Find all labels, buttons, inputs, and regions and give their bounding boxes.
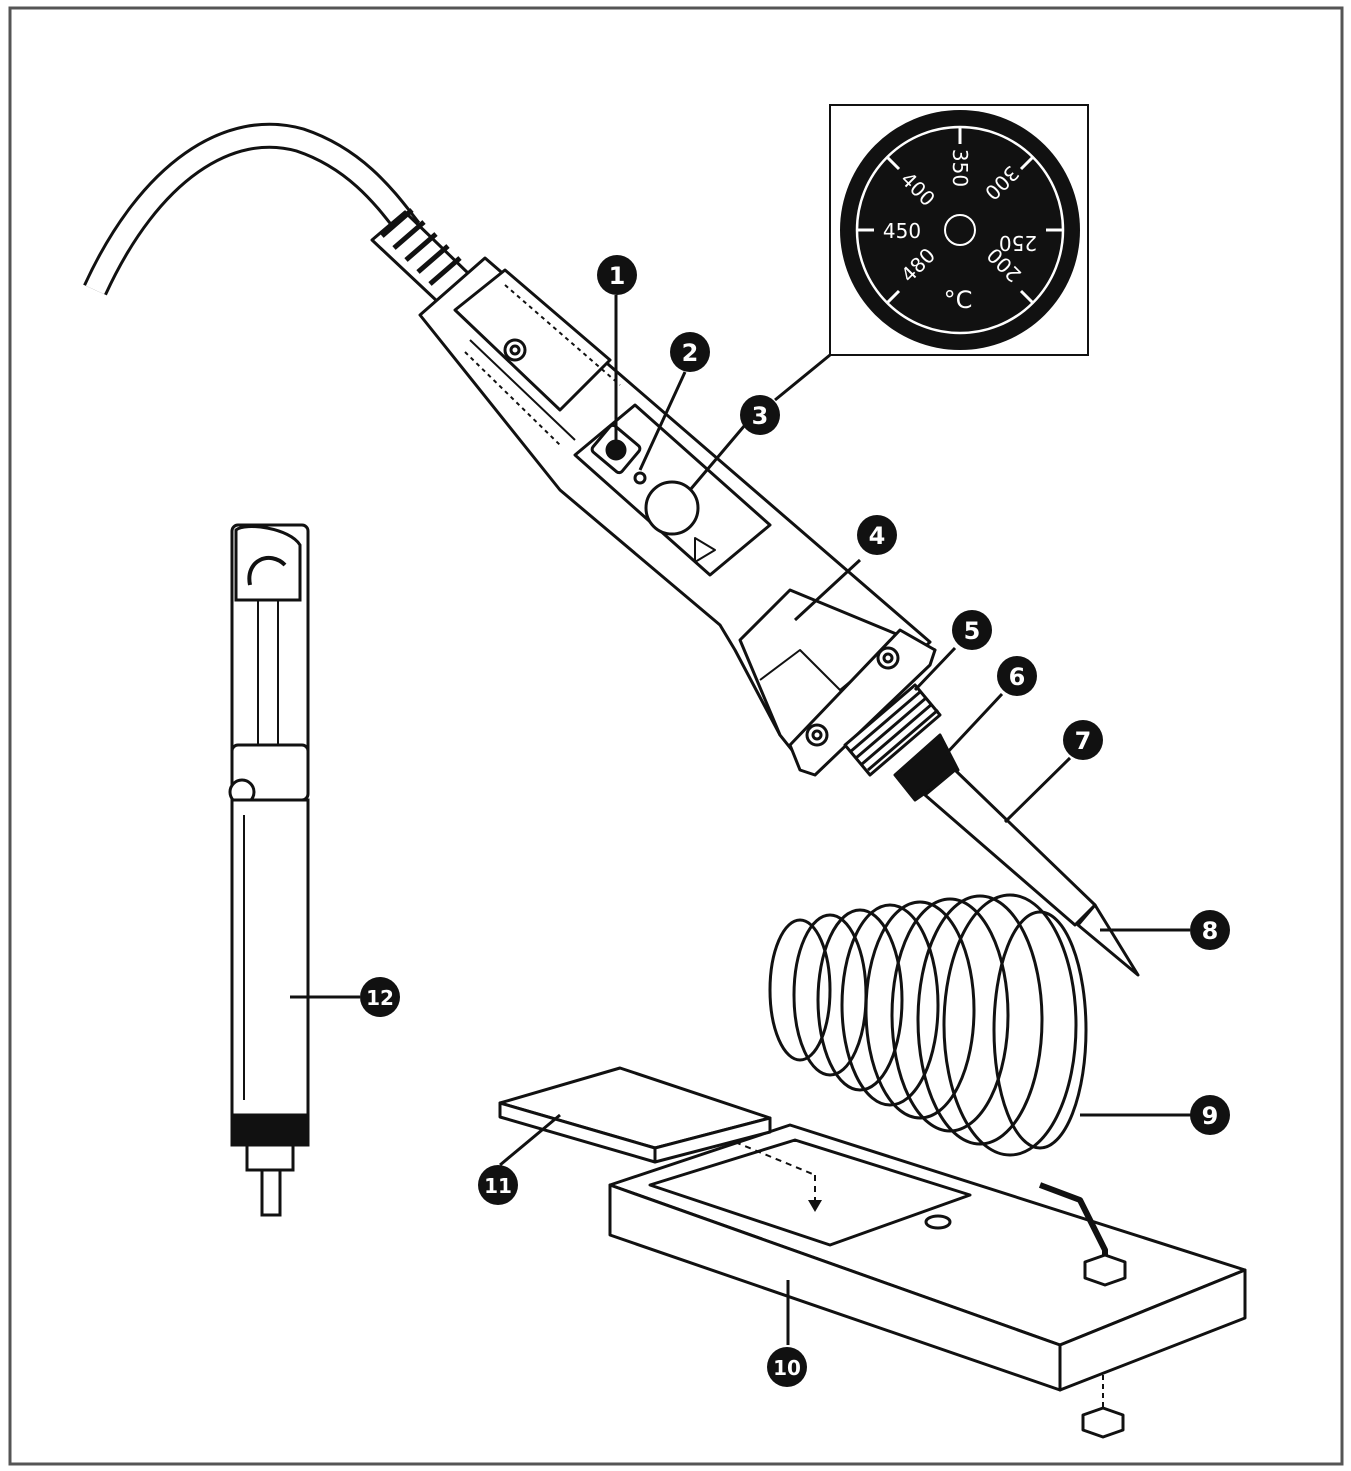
callout-3-label: 3 bbox=[752, 402, 769, 430]
callout-10: 10 bbox=[767, 1347, 807, 1387]
callout-11-label: 11 bbox=[484, 1174, 512, 1198]
temperature-dial-inset: 350 300 400 450 250 480 200 °C bbox=[774, 104, 1089, 402]
callout-3: 3 bbox=[740, 395, 780, 435]
bottom-nut bbox=[1081, 1406, 1125, 1439]
sponge-tray bbox=[648, 1138, 972, 1247]
tip-nut bbox=[893, 733, 960, 802]
temperature-knob-icon bbox=[644, 480, 700, 536]
callout-7: 7 bbox=[1063, 720, 1103, 760]
callouts: 1 2 3 4 5 6 7 8 bbox=[360, 255, 1230, 1387]
temperature-dial bbox=[840, 110, 1080, 350]
callout-4: 4 bbox=[857, 515, 897, 555]
callout-9: 9 bbox=[1190, 1095, 1230, 1135]
callout-2-label: 2 bbox=[682, 339, 699, 367]
callout-1: 1 bbox=[597, 255, 637, 295]
callout-8: 8 bbox=[1190, 910, 1230, 950]
pump-knurled-grip bbox=[230, 1113, 310, 1147]
desoldering-pump bbox=[228, 523, 310, 1217]
callout-11: 11 bbox=[478, 1165, 518, 1205]
callout-5-label: 5 bbox=[964, 617, 981, 645]
callout-12-label: 12 bbox=[366, 986, 394, 1010]
callout-7-label: 7 bbox=[1075, 727, 1092, 755]
dial-label-250: 250 bbox=[999, 231, 1037, 255]
dial-label-450: 450 bbox=[883, 219, 921, 243]
callout-2: 2 bbox=[670, 332, 710, 372]
soldering-tip bbox=[1076, 903, 1140, 977]
stand-coil bbox=[768, 893, 1088, 1157]
callout-12: 12 bbox=[360, 977, 400, 1017]
leader-lines bbox=[290, 295, 1192, 1345]
dial-unit: °C bbox=[944, 286, 973, 314]
callout-9-label: 9 bbox=[1202, 1102, 1219, 1130]
callout-1-label: 1 bbox=[609, 262, 626, 290]
dial-label-350: 350 bbox=[948, 149, 972, 187]
support-nut bbox=[1083, 1253, 1127, 1287]
callout-4-label: 4 bbox=[869, 522, 886, 550]
callout-10-label: 10 bbox=[773, 1356, 801, 1380]
pump-nozzle bbox=[260, 1168, 282, 1217]
indicator-led-icon bbox=[633, 471, 647, 485]
callout-5: 5 bbox=[952, 610, 992, 650]
strain-relief bbox=[370, 208, 472, 304]
callout-6-label: 6 bbox=[1009, 663, 1026, 691]
callout-8-label: 8 bbox=[1202, 917, 1219, 945]
iron-stand bbox=[498, 893, 1247, 1439]
callout-6: 6 bbox=[997, 656, 1037, 696]
soldering-iron bbox=[83, 122, 1140, 977]
threaded-sleeve bbox=[843, 683, 942, 777]
power-switch-icon bbox=[605, 439, 627, 461]
